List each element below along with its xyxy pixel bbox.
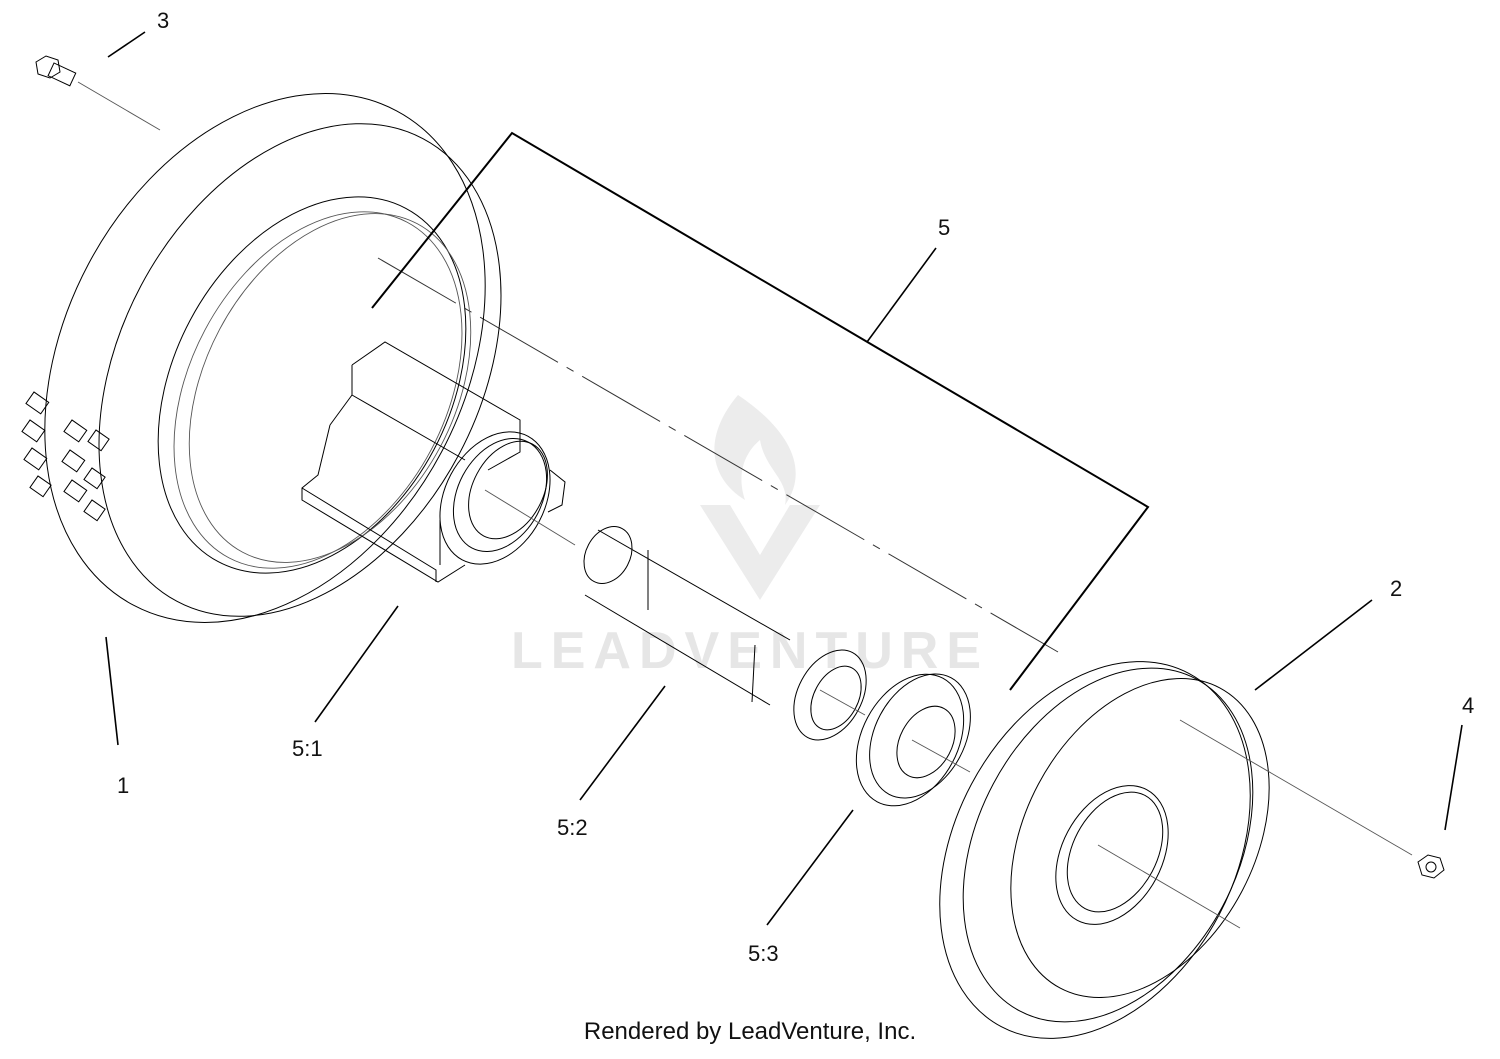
leader-line-2 (1254, 599, 1373, 691)
nut-part-4 (1417, 854, 1445, 879)
callout-5: 5 (938, 215, 950, 240)
wheel-part-1 (21, 93, 502, 623)
washer-part-5-3 (855, 673, 971, 807)
callout-3: 3 (157, 8, 169, 33)
callout-5-3: 5:3 (748, 941, 779, 966)
leader-line-1 (105, 636, 119, 746)
callout-2: 2 (1390, 576, 1402, 601)
rim-part-2 (939, 661, 1413, 1039)
leadventure-watermark: LEADVENTURE (511, 395, 989, 680)
leader-line-5-3 (766, 809, 854, 926)
callout-5-2: 5:2 (557, 815, 588, 840)
leader-line-5-1 (314, 605, 399, 723)
callout-1: 1 (117, 773, 129, 798)
render-credit-footer: Rendered by LeadVenture, Inc. (583, 1018, 917, 1045)
axle-spacer-part-5-2 (583, 526, 867, 741)
bolt-part-3 (35, 55, 161, 131)
watermark-text: LEADVENTURE (511, 622, 989, 680)
assembly-bracket-5 (371, 131, 1150, 691)
leader-line-5 (866, 247, 937, 343)
callout-4: 4 (1462, 693, 1474, 718)
hub-part-5-1 (301, 341, 576, 583)
assembly-axis-line (377, 257, 1059, 653)
tread-pattern (21, 391, 110, 522)
leader-line-3 (107, 31, 146, 58)
callout-5-1: 5:1 (292, 736, 323, 761)
leader-line-4 (1444, 724, 1463, 831)
leader-line-5-2 (579, 685, 666, 801)
